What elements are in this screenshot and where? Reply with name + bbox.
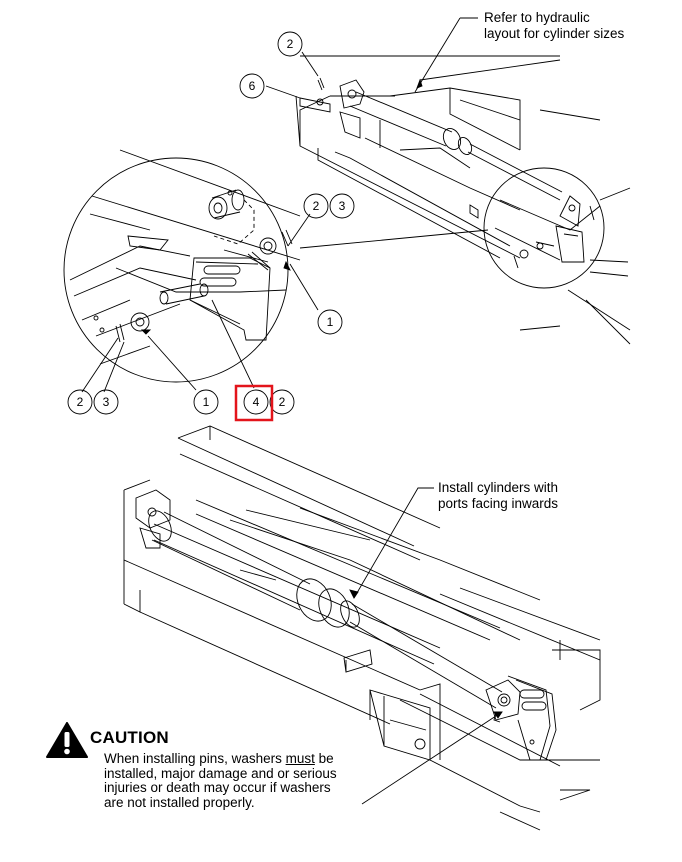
warning-icon	[46, 722, 88, 758]
callout-bottom-left-3	[93, 389, 119, 415]
callout-bottom-left-2	[67, 389, 93, 415]
caution-title: CAUTION	[90, 728, 169, 747]
highlight-box	[234, 384, 274, 422]
callout-top-2-label: 2	[287, 37, 294, 51]
callout-right-3-label: 3	[339, 199, 346, 213]
callout-bottom-4	[243, 389, 269, 415]
callout-right-3	[329, 193, 355, 219]
callout-top-6	[239, 73, 265, 99]
hydraulic-note-line1: Refer to hydraulic	[484, 10, 590, 25]
caution-line-1-start: When installing pins, washers	[104, 751, 286, 766]
bottom-frame-assembly	[123, 425, 601, 831]
left-detail-circle	[63, 149, 319, 393]
callout-top-6-label: 6	[249, 79, 256, 93]
ports-note-line2: ports facing inwards	[438, 496, 559, 511]
caution-line-1-end: be	[314, 751, 334, 766]
callout-bottom-left-3-label: 3	[103, 395, 110, 409]
callout-right-1-label: 1	[327, 315, 334, 329]
hydraulic-note-line2: layout for cylinder sizes	[484, 26, 625, 41]
callout-right-1	[317, 309, 343, 335]
callout-right-2-label: 2	[313, 199, 320, 213]
callout-bottom-1	[193, 389, 219, 415]
caution-line-3: injuries or death may occur if washers	[104, 780, 331, 795]
ports-note-line1: Install cylinders with	[438, 480, 559, 495]
caution-text: When installing pins, washers must be in…	[104, 751, 337, 810]
caution-line-4: are not installed properly.	[104, 794, 255, 810]
detail-connector-line	[299, 229, 489, 249]
top-frame-assembly	[265, 17, 631, 345]
callout-bottom-left-2-label: 2	[77, 395, 84, 409]
callout-bottom-2	[269, 389, 295, 415]
callout-right-2	[303, 193, 329, 219]
callout-bottom-2-label: 2	[279, 395, 286, 409]
callout-bottom-1-label: 1	[203, 395, 210, 409]
caution-line-1: When installing pins, washers must be	[104, 751, 337, 767]
callout-bottom-4-label: 4	[253, 395, 260, 409]
right-detail-circle	[483, 167, 605, 289]
callout-circles	[67, 31, 355, 415]
callout-top-2	[277, 31, 303, 57]
caution-emphasis: must	[285, 751, 315, 766]
caution-line-2: installed, major damage and or serious	[104, 765, 337, 781]
